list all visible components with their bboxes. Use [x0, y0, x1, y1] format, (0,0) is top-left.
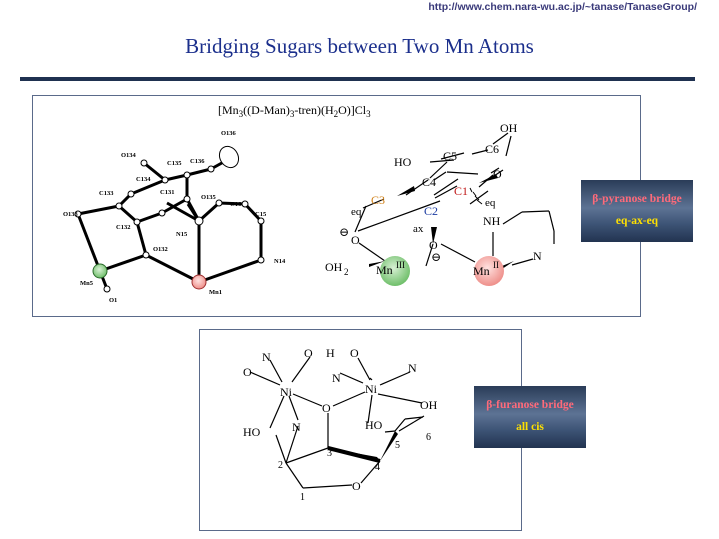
svg-text:N: N: [533, 249, 542, 263]
svg-text:H: H: [326, 346, 335, 360]
svg-text:Mn1: Mn1: [209, 289, 222, 296]
svg-text:HO: HO: [243, 425, 261, 439]
svg-text:Ni: Ni: [365, 382, 378, 396]
svg-text:III: III: [396, 260, 405, 270]
svg-text:O132: O132: [153, 246, 168, 253]
svg-text:Mn: Mn: [473, 264, 490, 278]
svg-text:C5: C5: [443, 149, 457, 163]
svg-text:C134: C134: [136, 176, 151, 183]
svg-text:C131: C131: [160, 189, 174, 196]
svg-text:C1: C1: [454, 184, 468, 198]
svg-text:O1: O1: [109, 297, 117, 304]
svg-text:OH: OH: [500, 121, 518, 135]
mn-structure-panel: [Mn3((D-Man)3-tren)(H2O)]Cl3: [32, 95, 641, 317]
furanose-bridge-label: β-furanose bridge all cis: [474, 386, 586, 448]
svg-text:O134: O134: [121, 152, 137, 159]
svg-text:II: II: [493, 260, 499, 270]
svg-text:C6: C6: [485, 142, 499, 156]
svg-text:NH: NH: [483, 214, 501, 228]
svg-text:N: N: [262, 350, 271, 364]
ortep-labels: O136 O134 C135 C136 C133 C134 O133 C131 …: [63, 130, 286, 304]
svg-text:OH: OH: [420, 398, 438, 412]
pyranose-bridge-config: eq-ax-eq: [615, 215, 659, 227]
c5-wedge: [380, 431, 398, 461]
svg-text:2: 2: [278, 460, 283, 471]
ortep-atoms: [74, 145, 265, 293]
complex-formula: [Mn3((D-Man)3-tren)(H2O)]Cl3: [218, 103, 371, 119]
svg-text:eq: eq: [485, 197, 496, 209]
svg-text:1: 1: [300, 492, 305, 503]
furanose-labels: N O H O N O N Ni Ni O OH HO N HO 5 6 3 2…: [243, 346, 438, 503]
svg-text:O: O: [493, 167, 502, 181]
svg-text:C136: C136: [190, 158, 205, 165]
svg-text:O: O: [352, 479, 361, 493]
svg-text:6: 6: [426, 432, 431, 443]
oh2-wedge: [369, 261, 385, 267]
svg-text:O136: O136: [221, 130, 237, 137]
mn-ii-highlight: [474, 256, 504, 286]
furanose-bridge-title: β-furanose bridge: [486, 399, 574, 411]
svg-text:C15: C15: [255, 211, 267, 218]
svg-text:⊖: ⊖: [431, 250, 441, 264]
svg-text:O135: O135: [201, 194, 217, 201]
mn5-atom: [92, 263, 108, 279]
svg-text:5: 5: [395, 440, 400, 451]
svg-text:O133: O133: [63, 211, 79, 218]
svg-text:O: O: [304, 346, 313, 360]
c3c4-bold-line: [327, 446, 381, 463]
svg-text:O: O: [351, 233, 360, 247]
source-url[interactable]: http://www.chem.nara-wu.ac.jp/~tanase/Ta…: [428, 1, 697, 13]
svg-text:⊖: ⊖: [339, 225, 349, 239]
pyranose-bridge-title: β-pyranose bridge: [592, 193, 682, 205]
ni-structure-panel: N O H O N O N Ni Ni O OH HO N HO 5 6 3 2…: [199, 329, 522, 531]
mn1-atom: [191, 274, 207, 290]
svg-text:3: 3: [327, 448, 332, 459]
pyranose-bridge-label: β-pyranose bridge eq-ax-eq: [581, 180, 693, 242]
svg-text:C2: C2: [424, 204, 438, 218]
svg-text:O: O: [322, 401, 331, 415]
svg-text:O: O: [243, 365, 252, 379]
svg-text:C135: C135: [167, 160, 182, 167]
svg-text:C16: C16: [230, 201, 242, 208]
svg-text:C133: C133: [99, 190, 114, 197]
furanose-bonds: [249, 356, 425, 489]
svg-text:N15: N15: [176, 231, 188, 238]
c1-hash: [469, 187, 483, 205]
svg-text:Ni: Ni: [280, 385, 293, 399]
svg-text:HO: HO: [365, 418, 383, 432]
svg-text:OH: OH: [325, 260, 343, 274]
svg-text:Mn5: Mn5: [80, 280, 94, 287]
pyranose-bonds: [354, 132, 555, 267]
svg-text:C3: C3: [371, 193, 385, 207]
svg-text:N: N: [408, 361, 417, 375]
svg-text:4: 4: [375, 462, 380, 473]
svg-text:N: N: [292, 420, 301, 434]
svg-text:HO: HO: [394, 155, 412, 169]
pyranose-labels: OH C6 C5 HO C4 C1 O C3 eq eq C2 ax NH O …: [325, 121, 542, 278]
svg-text:N: N: [332, 371, 341, 385]
mn-structure-svg: [Mn3((D-Man)3-tren)(H2O)]Cl3: [63, 103, 555, 304]
svg-text:O: O: [429, 238, 438, 252]
svg-text:Mn: Mn: [376, 263, 393, 277]
c2-wedge: [431, 227, 437, 244]
svg-text:C4: C4: [422, 175, 436, 189]
ni-structure-svg: N O H O N O N Ni Ni O OH HO N HO 5 6 3 2…: [243, 346, 438, 503]
svg-text:N14: N14: [274, 258, 286, 265]
svg-text:O: O: [350, 346, 359, 360]
page-title: Bridging Sugars between Two Mn Atoms: [185, 34, 534, 58]
svg-text:eq: eq: [351, 206, 362, 218]
svg-text:2: 2: [344, 267, 349, 277]
furanose-bridge-config: all cis: [516, 421, 544, 433]
mn2-wedge: [502, 261, 514, 269]
svg-text:ax: ax: [413, 223, 424, 235]
svg-text:C132: C132: [116, 224, 130, 231]
mn-iii-highlight: [380, 256, 410, 286]
c3-wedge: [397, 186, 415, 196]
title-divider: [20, 77, 695, 81]
